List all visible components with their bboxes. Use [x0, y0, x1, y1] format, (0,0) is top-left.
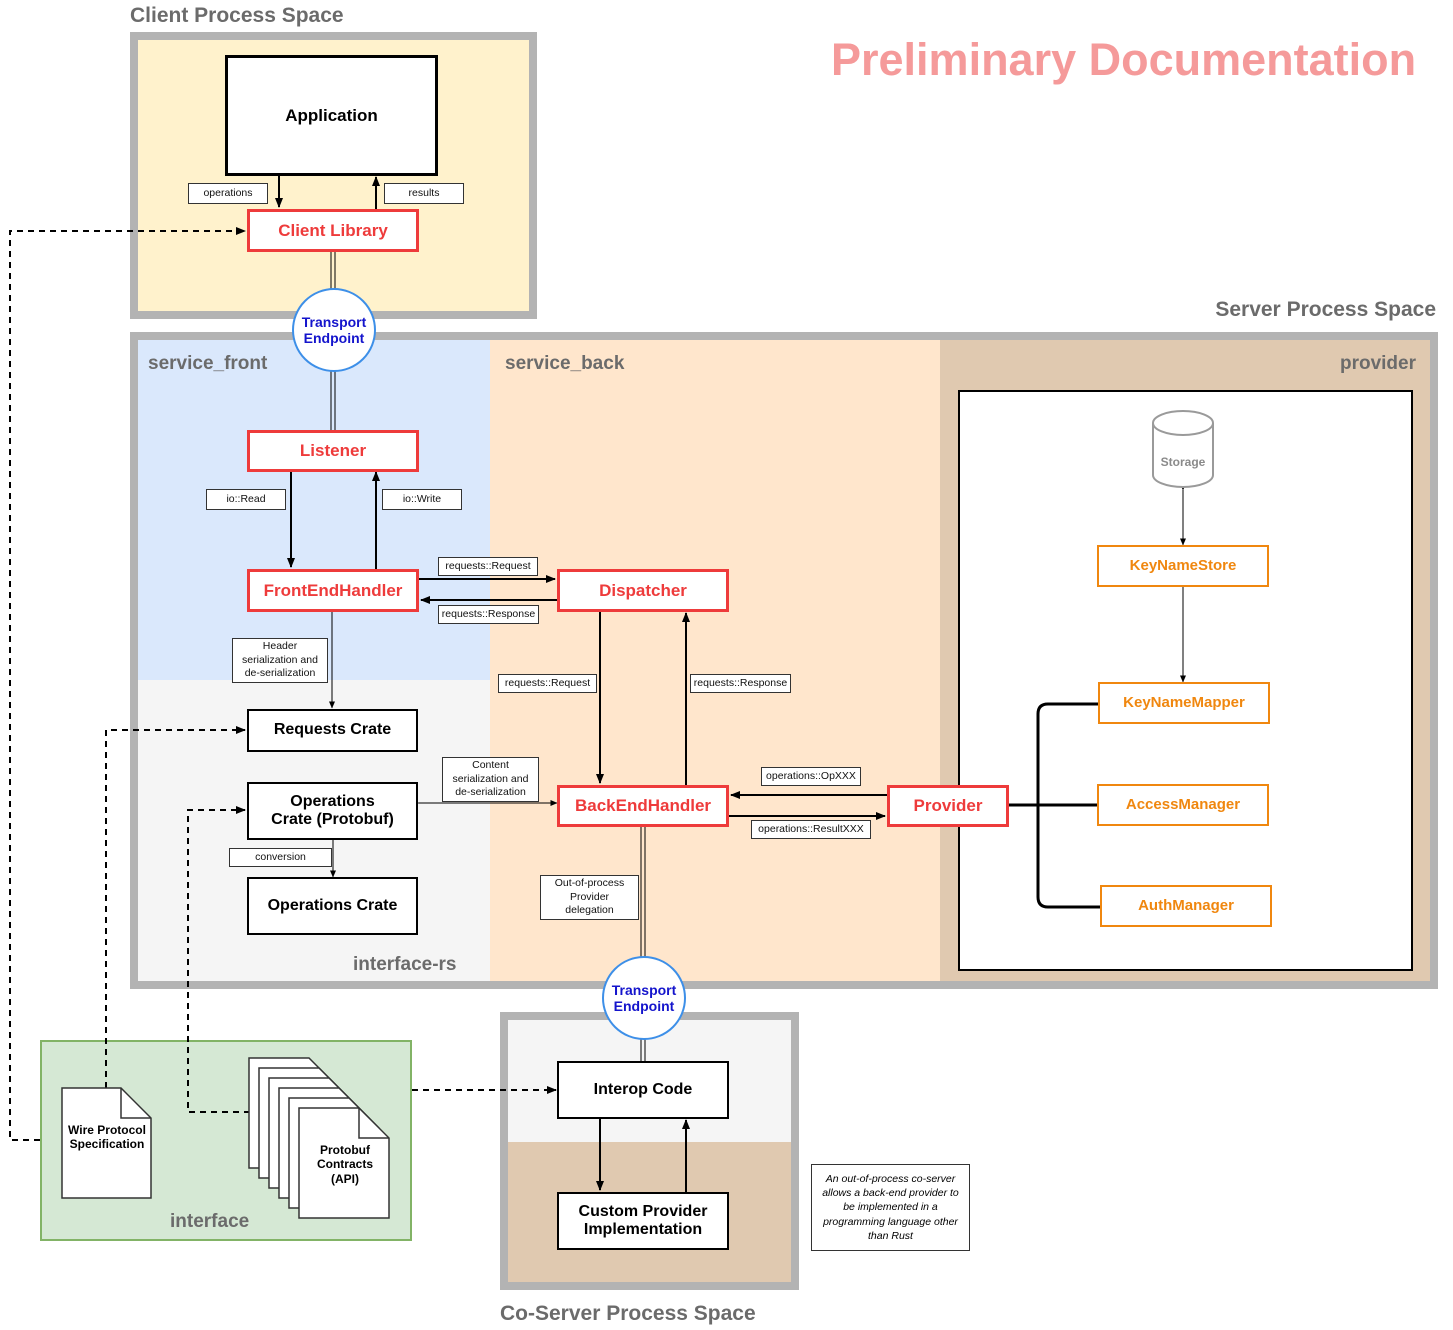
label-requests-response-horizontal: requests::Response [438, 605, 539, 624]
label-operations: operations [188, 183, 268, 204]
storage-label: Storage [1160, 455, 1206, 469]
key-name-store-box: KeyNameStore [1097, 545, 1269, 587]
client-library-box: Client Library [247, 209, 419, 252]
client-process-space-title: Client Process Space [130, 4, 344, 27]
storage-icon [1152, 410, 1214, 488]
interface-title: interface [170, 1211, 250, 1232]
provider-title: provider [1339, 353, 1416, 374]
protobuf-contracts-label: Protobuf Contracts (API) [316, 1143, 373, 1186]
coserver-note: An out-of-process co-server allows a bac… [811, 1164, 970, 1251]
transport-endpoint-bottom: Transport Endpoint [602, 956, 686, 1040]
label-requests-response-vertical: requests::Response [690, 674, 791, 693]
server-process-space-title: Server Process Space [1215, 298, 1436, 321]
backend-handler-box: BackEndHandler [557, 785, 729, 827]
application-box: Application [225, 55, 438, 176]
provider-box: Provider [887, 785, 1009, 827]
key-name-mapper-box: KeyNameMapper [1098, 682, 1270, 724]
label-conversion: conversion [229, 848, 332, 867]
service-front-region [138, 340, 490, 680]
transport-endpoint-top: Transport Endpoint [292, 288, 376, 372]
wire-protocol-label: Wire Protocol Specification [68, 1123, 146, 1152]
interface-rs-title: interface-rs [353, 954, 457, 975]
operations-crate-box: Operations Crate [247, 877, 418, 935]
label-io-write: io::Write [382, 489, 462, 510]
label-operations-resultxxx: operations::ResultXXX [751, 820, 871, 839]
coserver-process-space-title: Co-Server Process Space [500, 1302, 756, 1325]
operations-crate-protobuf-box: Operations Crate (Protobuf) [247, 782, 418, 840]
protobuf-contracts-document-icon [248, 1057, 390, 1219]
dispatcher-box: Dispatcher [557, 569, 729, 612]
listener-box: Listener [247, 430, 419, 472]
access-manager-box: AccessManager [1097, 784, 1269, 826]
label-content-serialization: Content serialization and de-serializati… [442, 757, 539, 802]
custom-provider-box: Custom Provider Implementation [557, 1192, 729, 1250]
label-results: results [384, 183, 464, 204]
requests-crate-box: Requests Crate [247, 709, 418, 752]
label-operations-opxxx: operations::OpXXX [761, 767, 861, 786]
label-requests-request-horizontal: requests::Request [438, 557, 538, 576]
label-requests-request-vertical: requests::Request [498, 674, 597, 693]
interop-code-box: Interop Code [557, 1061, 729, 1119]
service-back-region [490, 340, 940, 981]
label-io-read: io::Read [206, 489, 286, 510]
frontend-handler-box: FrontEndHandler [247, 569, 419, 612]
auth-manager-box: AuthManager [1100, 885, 1272, 927]
label-oop-delegation: Out-of-process Provider delegation [540, 875, 639, 920]
wire-protocol-document-icon [61, 1087, 152, 1199]
service-front-title: service_front [148, 353, 268, 374]
label-header-serialization: Header serialization and de-serializatio… [232, 638, 328, 683]
service-back-title: service_back [505, 353, 625, 374]
preliminary-banner: Preliminary Documentation [831, 34, 1417, 85]
